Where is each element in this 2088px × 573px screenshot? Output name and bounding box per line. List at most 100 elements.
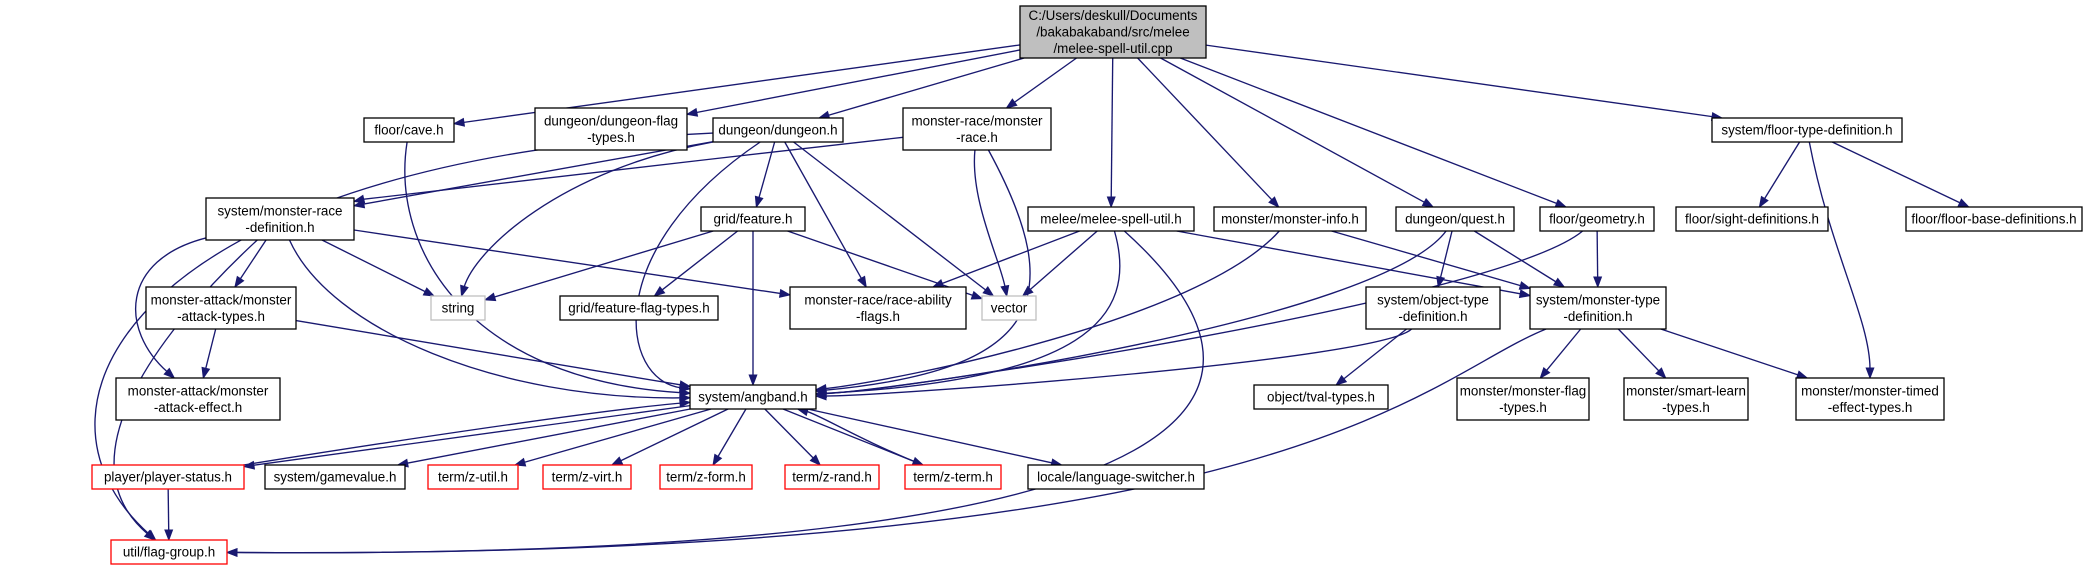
edge-arrowhead [234,275,245,289]
edge-arrowhead [1758,195,1769,209]
node-box-dungeon-quest [1395,206,1515,232]
edge-angband-to-z-rand [764,408,815,460]
node-box-sight-definitions [1675,206,1829,232]
node-label-z-rand: term/z-rand.h [792,470,872,485]
node-label-monster-timed-effect-types: -effect-types.h [1828,400,1913,415]
node-race-ability-flags[interactable]: monster-race/race-ability -flags.h [789,286,967,330]
node-dungeon-flag-types[interactable]: dungeon/dungeon-flag-types.h [534,107,688,151]
edge-object-type-definition-to-angband [824,328,1413,397]
edge-root-to-dungeon-quest [1160,57,1426,204]
node-label-vector: vector [991,301,1028,316]
node-feature-flag-types[interactable]: grid/feature-flag-types.h [559,295,719,321]
edge-angband-to-z-util [523,408,712,464]
node-monster-attack-types[interactable]: monster-attack/monster-attack-types.h [145,286,297,330]
node-monster-attack-effect[interactable]: monster-attack/monster-attack-effect.h [115,377,281,421]
edge-grid-feature-to-vector [787,230,974,297]
node-label-root: /bakabakaband/src/melee [1036,25,1189,40]
node-label-monster-race-race: -race.h [956,130,998,145]
edge-arrowhead [712,453,723,467]
edge-root-to-floor-geometry [1180,57,1558,205]
node-dungeon-quest[interactable]: dungeon/quest.h [1395,206,1515,232]
edge-root-to-dungeon-flag-types [695,49,1021,114]
edge-monster-race-race-to-vector [973,149,1006,288]
edge-melee-spell-util-h-to-race-ability-flags [941,230,1080,285]
node-label-monster-type-definition: -definition.h [1563,309,1632,324]
edge-monster-race-definition-to-string [321,239,427,293]
node-label-floor-geometry: floor/geometry.h [1549,212,1645,227]
node-grid-feature[interactable]: grid/feature.h [700,206,806,232]
node-label-monster-attack-effect: monster-attack/monster [128,383,269,398]
node-box-vector [981,295,1037,321]
node-monster-race-definition[interactable]: system/monster-race-definition.h [205,197,355,241]
edge-arrowhead [1593,276,1603,289]
node-floor-geometry[interactable]: floor/geometry.h [1539,206,1655,232]
node-label-z-virt: term/z-virt.h [552,470,623,485]
edge-root-to-melee-spell-util-h [1110,57,1114,199]
node-floor-type-definition[interactable]: system/floor-type-definition.h [1711,117,1903,143]
node-box-monster-info [1213,206,1367,232]
node-label-floor-type-definition: system/floor-type-definition.h [1721,123,1892,138]
node-box-feature-flag-types [559,295,719,321]
edge-arrowhead [1865,367,1875,380]
node-sight-definitions[interactable]: floor/sight-definitions.h [1675,206,1829,232]
node-angband[interactable]: system/angband.h [689,384,817,410]
edge-monster-attack-types-to-monster-attack-effect [204,328,217,370]
edge-arrowhead [857,275,867,289]
node-tval-types[interactable]: object/tval-types.h [1253,384,1389,410]
edge-arrowhead [164,529,174,542]
node-label-smart-learn-types: -types.h [1662,400,1710,415]
node-root[interactable]: C:/Users/deskull/Documents/bakabakaband/… [1019,5,1207,59]
node-box-floor-geometry [1539,206,1655,232]
node-box-grid-feature [700,206,806,232]
node-flag-group[interactable]: util/flag-group.h [110,539,228,565]
edge-z-term-to-angband [806,410,924,466]
node-box-tval-types [1253,384,1389,410]
node-label-z-util: term/z-util.h [438,470,508,485]
node-player-status[interactable]: player/player-status.h [91,464,245,490]
node-z-rand[interactable]: term/z-rand.h [784,464,880,490]
edge-floor-geometry-to-angband [824,230,1584,395]
node-box-monster-race-race [902,107,1052,151]
node-z-util[interactable]: term/z-util.h [427,464,519,490]
node-dungeon-dungeon[interactable]: dungeon/dungeon.h [712,117,844,143]
node-box-gamevalue [264,464,406,490]
node-language-switcher[interactable]: locale/language-switcher.h [1027,464,1205,490]
edge-monster-race-definition-to-monster-attack-effect [135,237,207,373]
node-z-form[interactable]: term/z-form.h [659,464,753,490]
node-smart-learn-types[interactable]: monster/smart-learn-types.h [1623,377,1749,421]
node-monster-timed-effect-types[interactable]: monster/monster-timed -effect-types.h [1795,377,1945,421]
node-box-string [430,295,486,321]
node-object-type-definition[interactable]: system/object-type-definition.h [1365,286,1501,330]
node-monster-race-race[interactable]: monster-race/monster -race.h [902,107,1052,151]
node-box-z-term [904,464,1002,490]
node-z-virt[interactable]: term/z-virt.h [542,464,632,490]
node-label-race-ability-flags: monster-race/race-ability [804,292,952,307]
node-box-z-rand [784,464,880,490]
node-floor-base-definitions[interactable]: floor/floor-base-definitions.h [1905,206,2083,232]
edge-floor-geometry-to-monster-type-definition [1596,230,1599,279]
node-box-dungeon-flag-types [534,107,688,151]
edge-monster-race-race-to-monster-race-definition [362,136,904,201]
node-monster-type-definition[interactable]: system/monster-type-definition.h [1529,286,1667,330]
node-label-monster-timed-effect-types: monster/monster-timed [1801,383,1939,398]
node-label-monster-race-definition: -definition.h [245,220,314,235]
edge-angband-to-player-status [252,404,691,467]
node-label-race-ability-flags: -flags.h [856,309,900,324]
edge-arrowhead [452,117,466,127]
node-box-race-ability-flags [789,286,967,330]
node-box-angband [689,384,817,410]
node-z-term[interactable]: term/z-term.h [904,464,1002,490]
edge-floor-type-definition-to-monster-timed-effect-types [1808,141,1871,370]
edge-player-status-to-angband [243,402,682,466]
node-floor-cave[interactable]: floor/cave.h [363,117,455,143]
node-monster-info[interactable]: monster/monster-info.h [1213,206,1367,232]
node-melee-spell-util-h[interactable]: melee/melee-spell-util.h [1027,206,1195,232]
edge-arrowhead [1552,277,1566,288]
node-box-object-type-definition [1365,286,1501,330]
node-label-monster-race-race: monster-race/monster [912,113,1044,128]
node-box-floor-cave [363,117,455,143]
node-gamevalue[interactable]: system/gamevalue.h [264,464,406,490]
edge-monster-type-definition-to-flag-group [235,328,1547,554]
node-monster-flag-types[interactable]: monster/monster-flag-types.h [1456,377,1590,421]
node-label-angband: system/angband.h [698,390,807,405]
